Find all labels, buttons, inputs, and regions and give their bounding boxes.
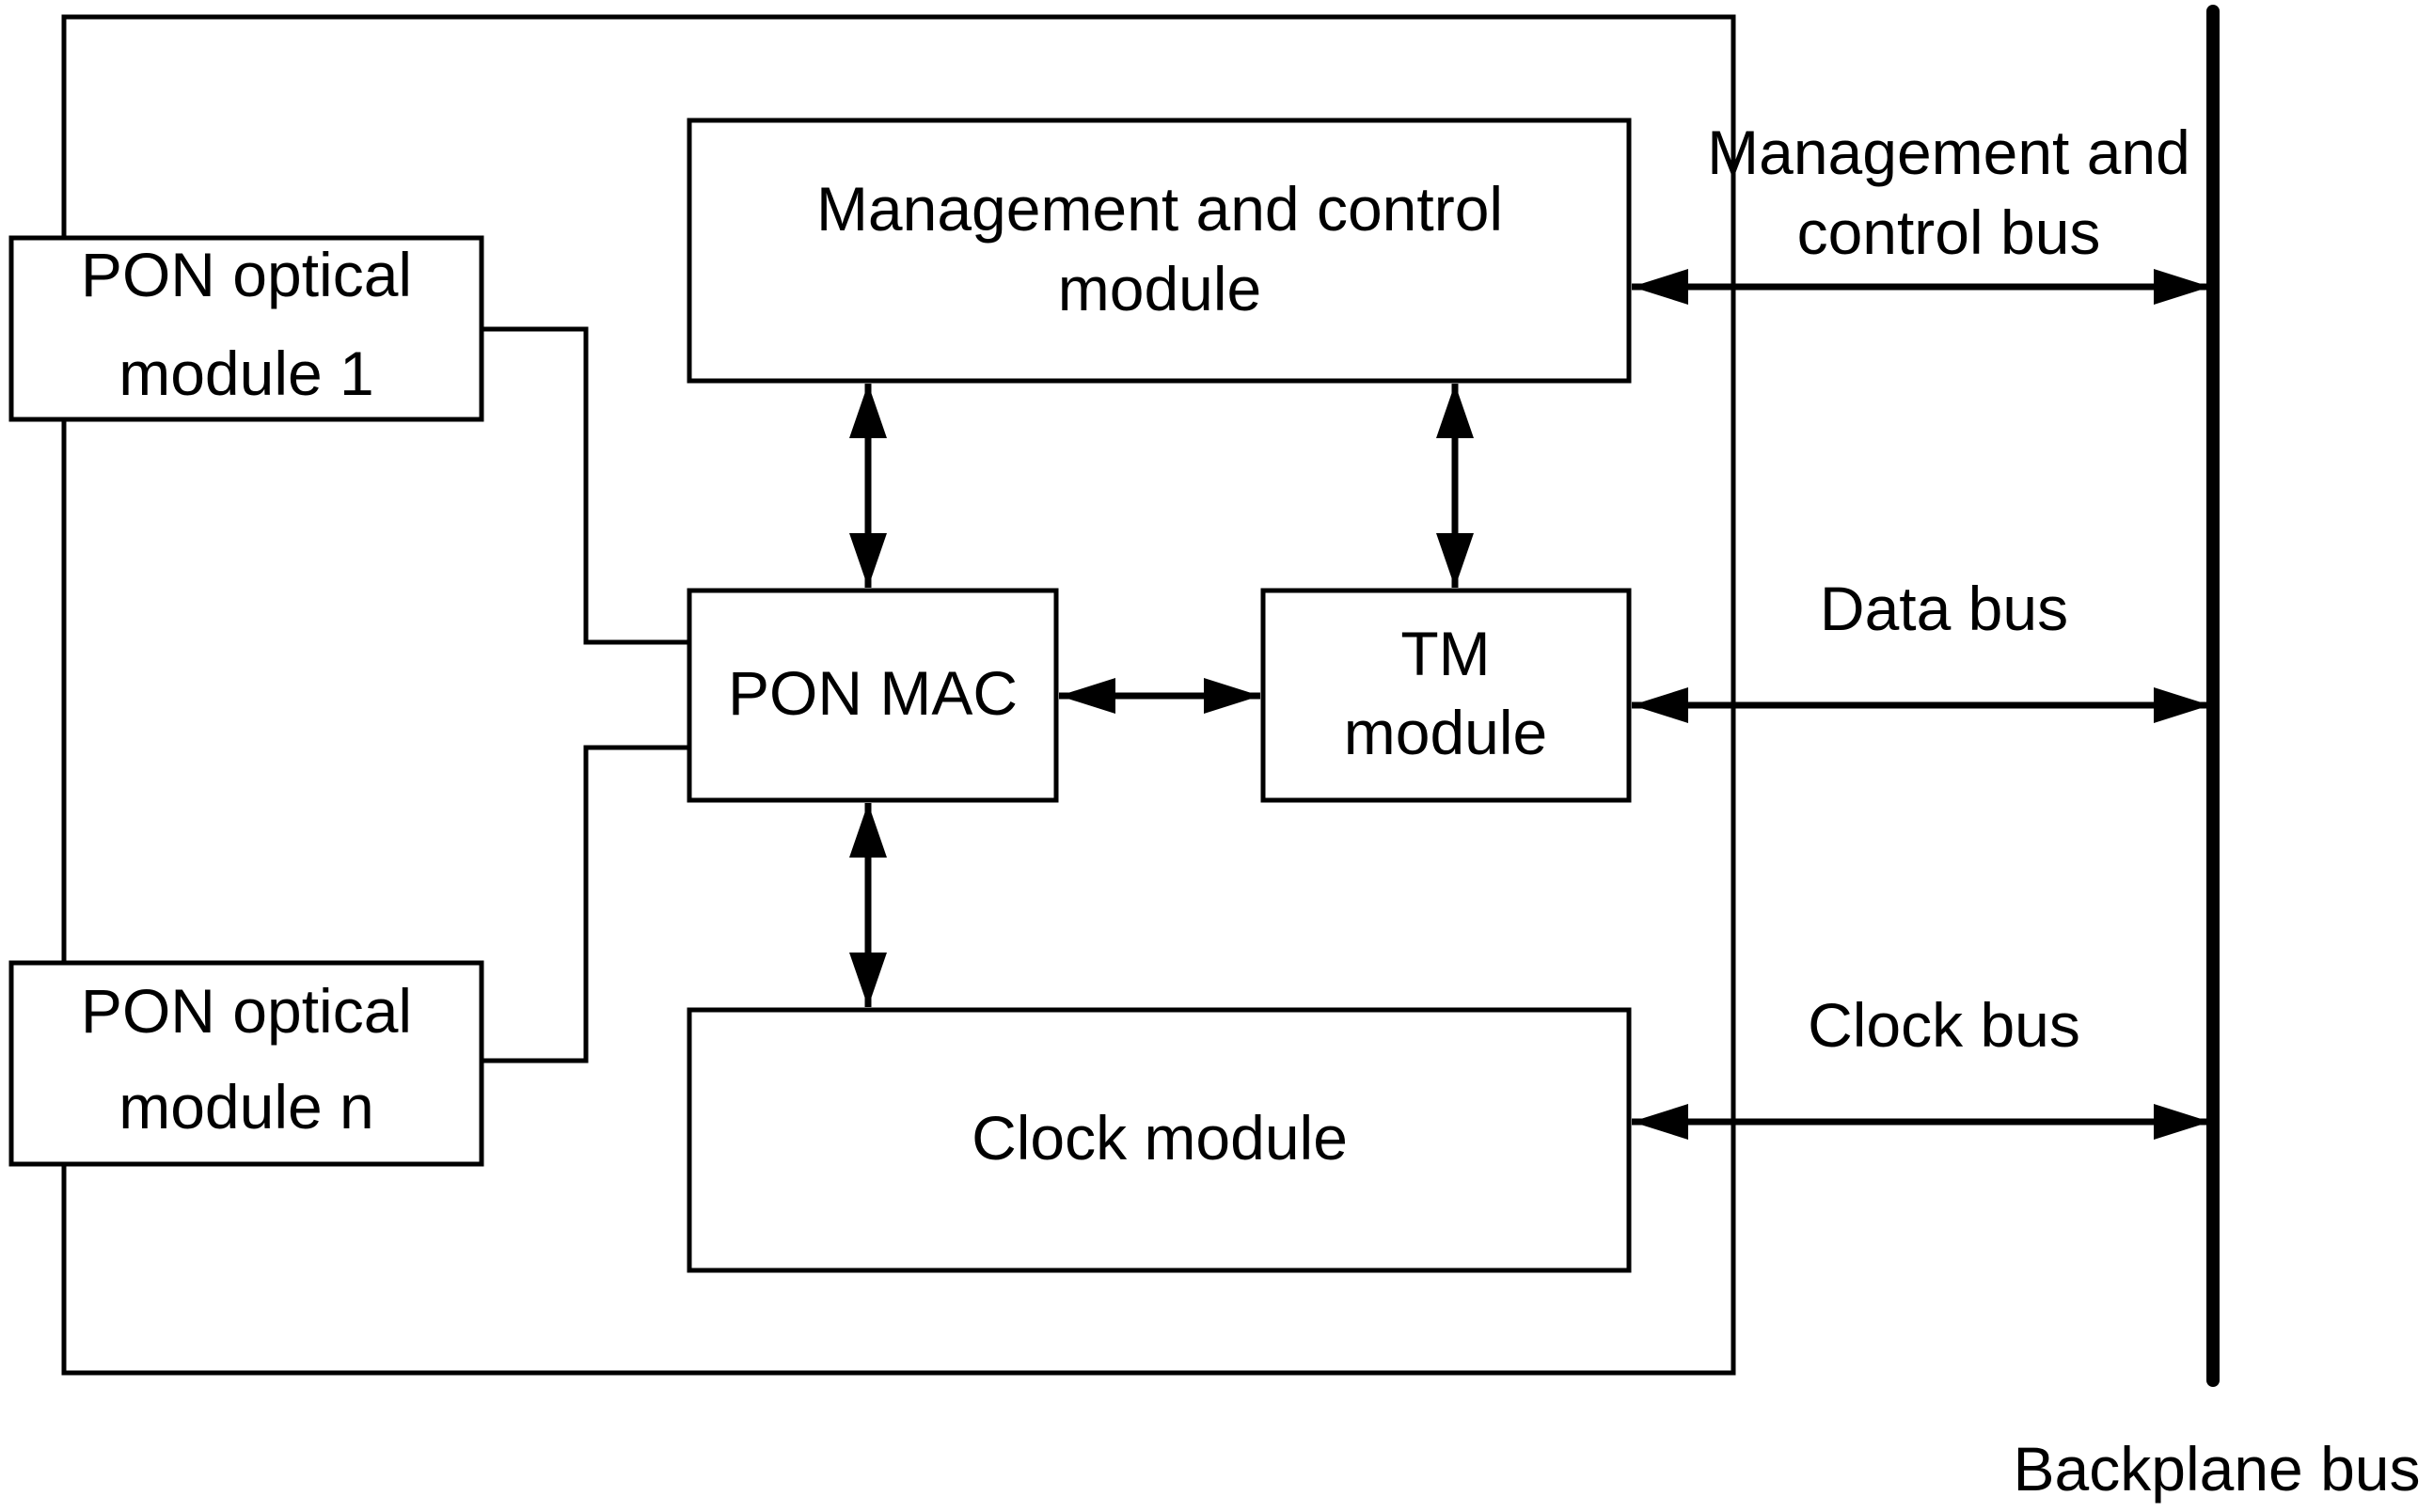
optical-n-to-mac-line <box>482 745 689 1063</box>
management-control-module-label-line2: module <box>1058 254 1261 323</box>
pon-mac-label: PON MAC <box>728 658 1018 728</box>
pon-optical-module-n: PON optical module n <box>8 960 484 1167</box>
optical-1-to-mac-line <box>482 326 689 645</box>
tm-module-label-line1: TM <box>1400 619 1490 688</box>
pon-optical-module-n-label-line2: module n <box>119 1072 374 1142</box>
pon-optical-module-1-label-line1: PON optical <box>81 240 412 309</box>
clock-module-label: Clock module <box>972 1103 1348 1173</box>
pon-optical-module-n-label-line1: PON optical <box>81 976 412 1046</box>
tm-module: TM module <box>1260 588 1632 803</box>
clock-bus-label: Clock bus <box>1808 990 2080 1060</box>
management-control-module: Management and control module <box>687 118 1632 384</box>
management-control-bus-label-line2: control bus <box>1797 197 2101 267</box>
management-control-module-label-line1: Management and control <box>816 174 1503 244</box>
pon-mac-module: PON MAC <box>687 588 1059 803</box>
data-bus-label: Data bus <box>1820 574 2068 643</box>
management-control-bus-label-line1: Management and <box>1707 118 2190 187</box>
tm-module-label-line2: module <box>1344 698 1547 767</box>
pon-optical-module-1-label-line2: module 1 <box>119 339 374 408</box>
clock-module: Clock module <box>687 1007 1632 1273</box>
pon-optical-module-1: PON optical module 1 <box>8 235 484 422</box>
backplane-bus-label: Backplane bus <box>2014 1434 2421 1504</box>
